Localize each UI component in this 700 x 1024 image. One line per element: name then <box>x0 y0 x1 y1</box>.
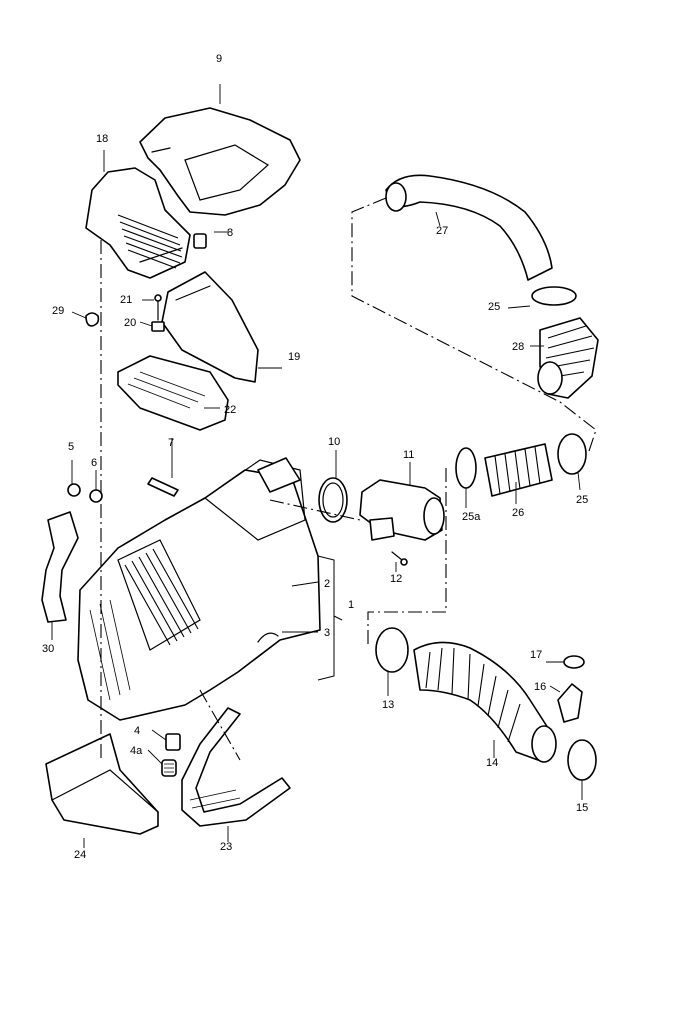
intake-duct-section <box>117 355 229 431</box>
callout-14: 14 <box>486 757 498 769</box>
bolt-7 <box>147 477 179 497</box>
callout-25a: 25a <box>462 511 481 523</box>
hose-clamp-top <box>531 286 577 306</box>
retaining-clip-3 <box>257 632 279 643</box>
callout-10: 10 <box>328 436 340 448</box>
air-guide-cover <box>139 107 301 216</box>
nut-6 <box>89 489 103 503</box>
callout-1: 1 <box>348 599 354 611</box>
hose-clamp-25a <box>455 447 477 489</box>
intake-duct-bellows <box>85 167 191 279</box>
callout-24: 24 <box>74 849 86 861</box>
callout-28: 28 <box>512 341 524 353</box>
lower-corrugated-hose <box>413 641 557 763</box>
small-clamp-17 <box>563 655 585 669</box>
callout-23: 23 <box>220 841 232 853</box>
callout-29: 29 <box>52 305 64 317</box>
clip-8 <box>193 233 207 249</box>
drain-valve-4 <box>165 733 181 751</box>
hose-clamp-13 <box>375 627 409 673</box>
clip-29 <box>85 312 100 327</box>
callout-25-right: 25 <box>576 494 588 506</box>
callout-8: 8 <box>227 227 233 239</box>
callout-12: 12 <box>390 573 402 585</box>
upper-hose <box>385 174 553 281</box>
callout-3: 3 <box>324 627 330 639</box>
screw-12 <box>391 551 408 566</box>
callout-25-top: 25 <box>488 301 500 313</box>
assembly-chain-lines <box>100 197 597 761</box>
corrugated-hose-26 <box>484 443 553 497</box>
nut-20 <box>151 321 165 332</box>
corrugated-elbow <box>537 317 599 399</box>
air-filter-housing <box>77 457 321 721</box>
callout-20: 20 <box>124 317 136 329</box>
callout-19: 19 <box>288 351 300 363</box>
drain-valve-4a <box>161 759 177 777</box>
callout-30: 30 <box>42 643 54 655</box>
callout-labels: 9 18 8 27 21 29 20 25 28 19 22 7 5 10 11… <box>42 53 588 861</box>
callout-5: 5 <box>68 441 74 453</box>
hose-clamp-25-right <box>557 433 587 475</box>
callout-7: 7 <box>168 437 174 449</box>
callout-15: 15 <box>576 802 588 814</box>
mounting-bracket <box>41 511 79 623</box>
shroud-24 <box>45 733 159 835</box>
callout-6: 6 <box>91 457 97 469</box>
callout-16: 16 <box>534 681 546 693</box>
callout-13: 13 <box>382 699 394 711</box>
hose-clamp-15 <box>567 739 597 781</box>
leader-lines <box>51 84 583 848</box>
airflow-sensor <box>359 479 445 541</box>
o-ring <box>318 477 348 523</box>
callout-2: 2 <box>324 578 330 590</box>
grommet-5 <box>67 483 81 497</box>
fitting-16 <box>557 683 583 723</box>
screw-21 <box>154 294 162 321</box>
callout-18: 18 <box>96 133 108 145</box>
callout-27: 27 <box>436 225 448 237</box>
drain-hose <box>181 707 291 827</box>
callout-4a: 4a <box>130 745 143 757</box>
callout-4: 4 <box>134 725 140 737</box>
callout-11: 11 <box>403 449 414 461</box>
callout-26: 26 <box>512 507 524 519</box>
callout-9: 9 <box>216 53 222 65</box>
callout-21: 21 <box>120 294 132 306</box>
duct-bracket <box>161 271 259 383</box>
callout-22: 22 <box>224 404 236 416</box>
group-bracket-1 <box>317 555 343 681</box>
callout-17: 17 <box>530 649 542 661</box>
